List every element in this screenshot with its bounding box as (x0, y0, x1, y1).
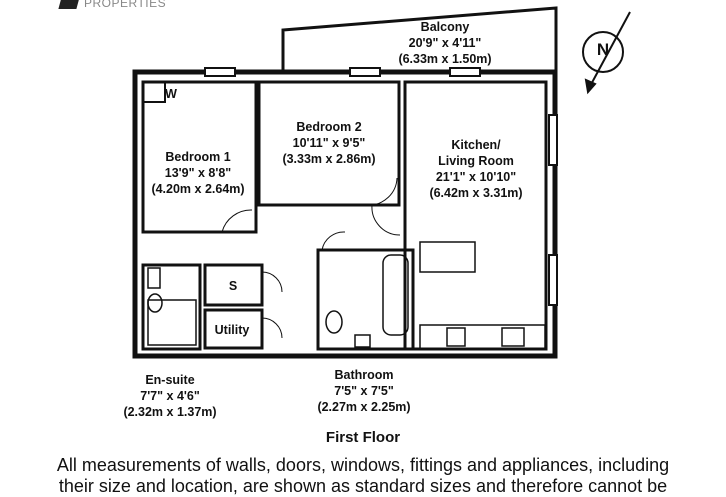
room-size-metric: (6.42m x 3.31m) (429, 186, 523, 200)
room-label-bedroom-2: Bedroom 2 10'11" x 9'5" (3.33m x 2.86m) (282, 119, 375, 167)
room-label-bedroom-1: Bedroom 1 13'9" x 8'8" (4.20m x 2.64m) (151, 149, 244, 197)
room-size-metric: (3.33m x 2.86m) (282, 152, 376, 166)
compass (582, 11, 631, 95)
room-label-en-suite: En-suite 7'7" x 4'6" (2.32m x 1.37m) (123, 372, 216, 420)
store-label: S (228, 279, 238, 293)
room-size-imperial: 7'7" x 4'6" (140, 389, 200, 403)
windows (204, 67, 558, 306)
balcony-outline (281, 6, 558, 72)
room-name: Bedroom 1 (165, 150, 231, 164)
disclaimer-line-2: their size and location, are shown as st… (58, 476, 668, 496)
room-label-bathroom: Bathroom 7'5" x 7'5" (2.27m x 2.25m) (317, 367, 410, 415)
room-label-balcony: Balcony 20'9" x 4'11" (6.33m x 1.50m) (398, 19, 491, 67)
room-size-metric: (6.33m x 1.50m) (398, 52, 492, 66)
room-name-2: Living Room (438, 154, 514, 168)
room-size-imperial: 20'9" x 4'11" (408, 36, 482, 50)
outer-walls (132, 69, 558, 359)
room-label-kitchen-living: Kitchen/ Living Room 21'1" x 10'10" (6.4… (429, 137, 522, 201)
room-name: Balcony (420, 20, 470, 34)
floor-plan (132, 6, 631, 359)
door-swings (221, 177, 401, 339)
compass-north-label: N (596, 40, 610, 59)
utility-label: Utility (214, 323, 250, 337)
room-size-metric: (2.27m x 2.25m) (317, 400, 411, 414)
disclaimer-line-1: All measurements of walls, doors, window… (56, 455, 670, 475)
agency-logo: PROPERTIES (58, 0, 167, 10)
room-size-imperial: 21'1" x 10'10" (435, 170, 517, 184)
room-size-metric: (2.32m x 1.37m) (123, 405, 217, 419)
room-name: Bathroom (334, 368, 394, 382)
room-name: En-suite (145, 373, 195, 387)
room-size-imperial: 10'11" x 9'5" (292, 136, 366, 150)
room-size-imperial: 13'9" x 8'8" (164, 166, 232, 180)
room-name: Bedroom 2 (296, 120, 362, 134)
wardrobe-label: W (165, 87, 177, 101)
room-name-1: Kitchen/ (451, 138, 501, 152)
logo-text: PROPERTIES (84, 0, 167, 10)
room-size-metric: (4.20m x 2.64m) (151, 182, 245, 196)
fixtures (147, 241, 546, 350)
room-size-imperial: 7'5" x 7'5" (334, 384, 394, 398)
floor-title: First Floor (325, 429, 401, 446)
